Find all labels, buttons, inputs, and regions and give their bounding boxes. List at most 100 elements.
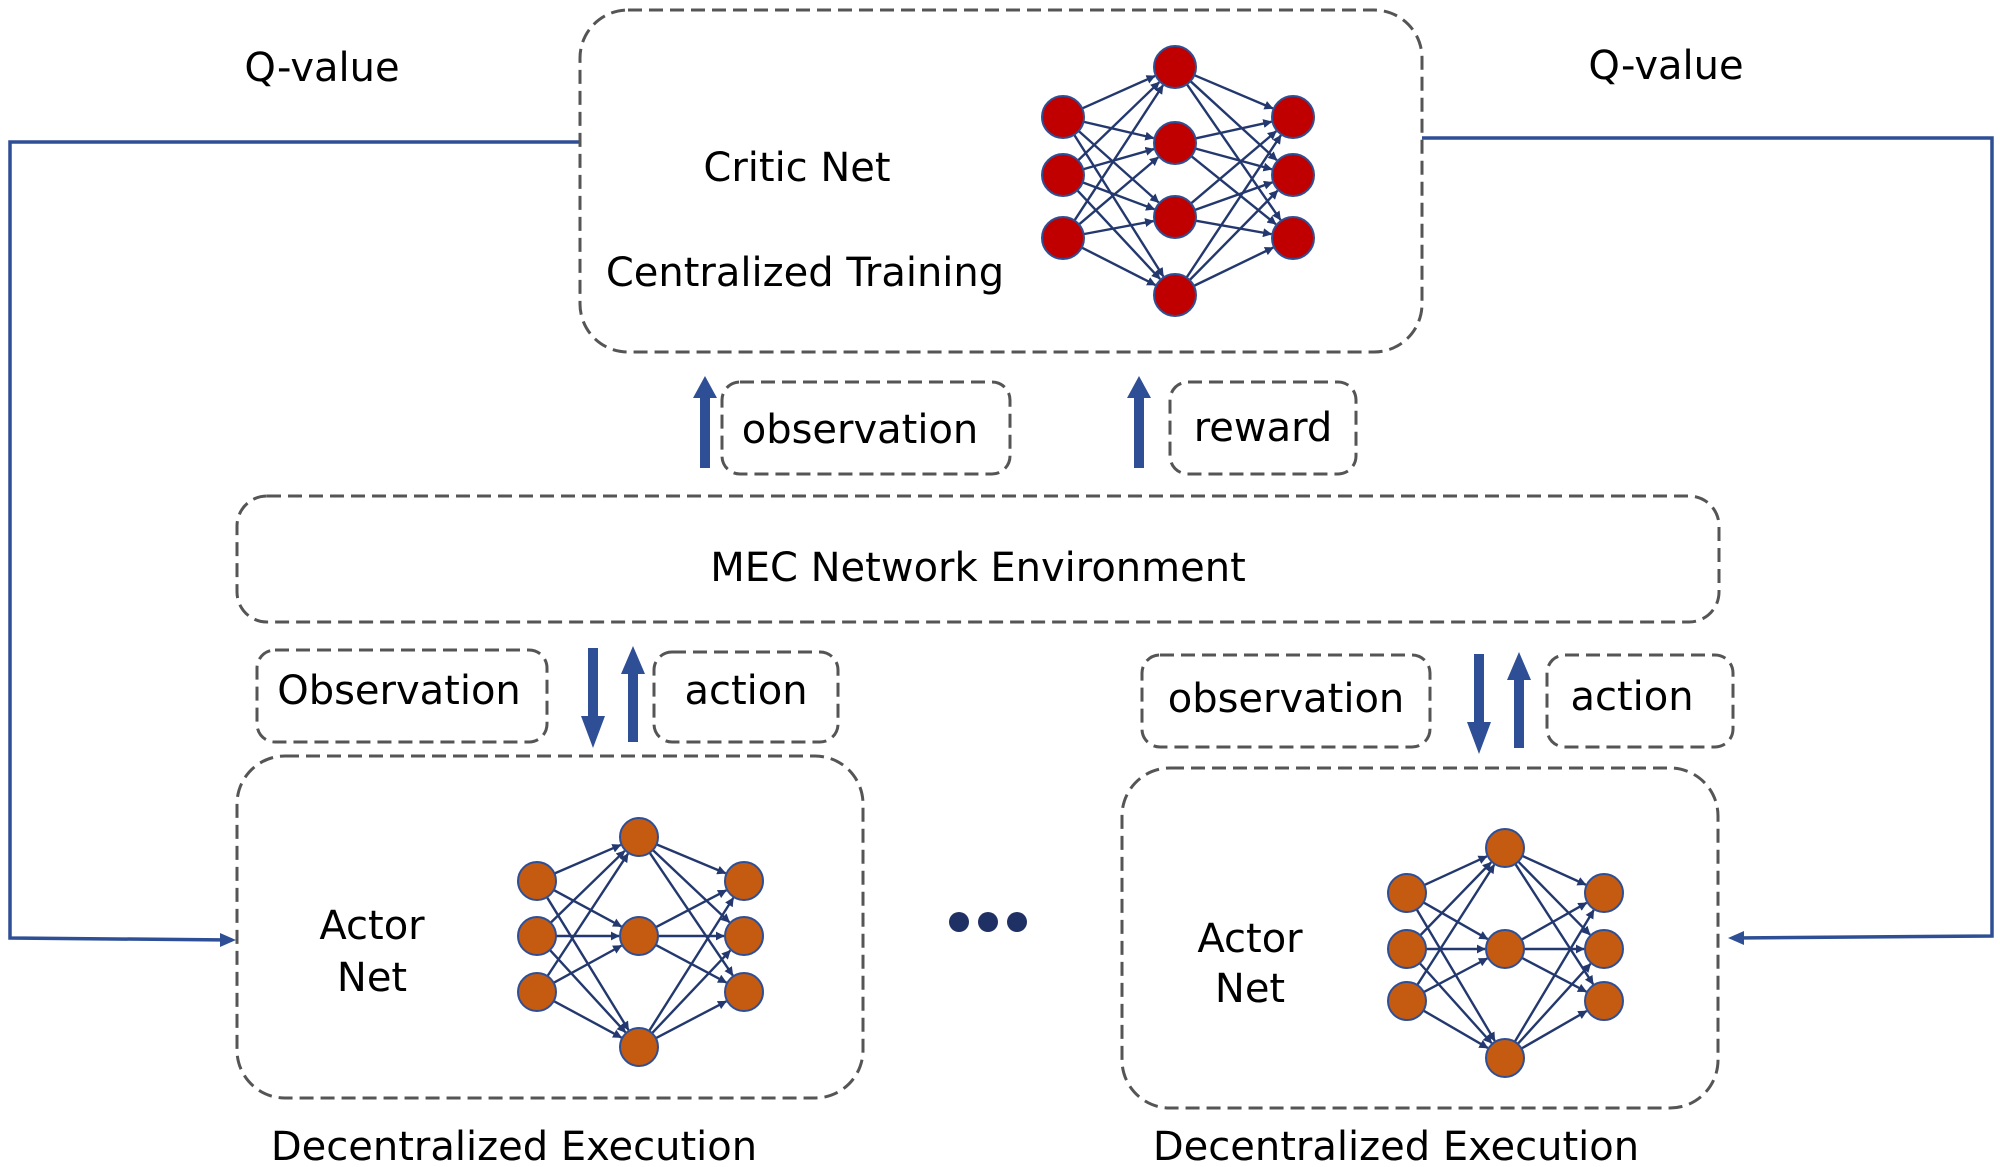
network-node — [1584, 873, 1624, 913]
network-edge — [1081, 246, 1157, 287]
actor-neural-network-icon-right — [1387, 828, 1624, 1078]
actor-neural-network-icon-left — [517, 817, 764, 1067]
network-edge — [1195, 219, 1273, 238]
decentralized-execution-label-left: Decentralized Execution — [271, 1124, 757, 1167]
network-edge — [546, 853, 630, 977]
network-node — [1387, 929, 1427, 969]
network-edge — [1193, 246, 1274, 287]
reward-label: reward — [1194, 405, 1333, 451]
network-edge — [1520, 1009, 1588, 1050]
network-node — [619, 1027, 659, 1067]
observation-label-top: observation — [742, 407, 979, 453]
network-edge — [1193, 74, 1274, 110]
network-edge — [1082, 146, 1155, 171]
network-edge — [1077, 130, 1160, 204]
network-edge — [1516, 962, 1592, 1045]
network-edge — [1081, 74, 1156, 110]
network-edge — [652, 849, 731, 924]
actor-net-box-left — [235, 754, 865, 1100]
actor-label-left-line2: Net — [337, 955, 407, 1001]
network-edge — [656, 843, 727, 875]
action-up-arrow-right — [1507, 652, 1531, 748]
network-edge — [1189, 80, 1278, 162]
centralized-training-label: Centralized Training — [606, 250, 1004, 296]
network-node — [1041, 216, 1085, 260]
network-edge — [553, 888, 623, 928]
observation-label-left: Observation — [277, 668, 521, 714]
network-node — [1153, 121, 1197, 165]
network-edge — [1194, 180, 1273, 212]
network-node — [1584, 929, 1624, 969]
network-edge — [1517, 860, 1591, 936]
network-node — [1271, 153, 1315, 197]
network-node — [619, 817, 659, 857]
actor-label-right-line2: Net — [1215, 966, 1285, 1012]
network-edge — [553, 999, 623, 1039]
critic-neural-network-icon — [1041, 45, 1315, 317]
critic-net-label: Critic Net — [703, 145, 890, 191]
network-edge — [1078, 156, 1159, 226]
network-node — [1153, 45, 1197, 89]
observation-down-arrow-left — [581, 648, 605, 748]
network-edge — [553, 944, 623, 984]
decentralized-execution-label-right: Decentralized Execution — [1153, 1124, 1639, 1167]
network-edge — [648, 897, 735, 1032]
observation-box-right — [1140, 653, 1432, 749]
network-edge — [1521, 854, 1587, 886]
network-edge — [1418, 962, 1493, 1044]
network-edge — [655, 889, 727, 929]
q-value-feedback-left — [8, 140, 580, 947]
network-edge — [1422, 1009, 1489, 1049]
network-edge — [1514, 863, 1595, 985]
network-node — [1041, 95, 1085, 139]
network-edge — [1419, 861, 1492, 937]
ellipsis-icon — [949, 912, 1027, 932]
network-node — [1041, 153, 1085, 197]
observation-box-top — [720, 380, 1012, 476]
network-edge — [1073, 134, 1165, 278]
network-node — [1485, 929, 1525, 969]
network-edge — [1423, 957, 1488, 994]
action-box-right — [1545, 653, 1735, 749]
network-node — [724, 861, 764, 901]
observation-box-left — [255, 648, 549, 744]
network-edge — [1188, 189, 1279, 281]
observation-up-arrow — [693, 376, 717, 468]
network-node — [1387, 873, 1427, 913]
network-edge — [655, 1000, 727, 1040]
network-edge — [1185, 83, 1282, 221]
observation-down-arrow-right — [1467, 654, 1491, 754]
actor-label-left-line1: Actor — [319, 903, 425, 949]
network-edge — [1190, 155, 1277, 226]
network-node — [1485, 1038, 1525, 1078]
network-edge — [1082, 181, 1156, 211]
network-node — [1153, 195, 1197, 239]
network-node — [1485, 828, 1525, 868]
network-edge — [1194, 147, 1273, 172]
actor-label-right-line1: Actor — [1197, 916, 1303, 962]
q-value-label-left: Q-value — [244, 45, 399, 91]
observation-label-right: observation — [1168, 676, 1405, 722]
network-edge — [1520, 901, 1588, 941]
reward-box — [1168, 380, 1358, 476]
network-edge — [548, 949, 627, 1034]
network-edge — [648, 852, 734, 977]
reward-up-arrow — [1127, 376, 1151, 468]
network-node — [619, 916, 659, 956]
q-value-feedback-right — [1422, 136, 1994, 945]
network-edge — [651, 949, 732, 1035]
network-node — [517, 861, 557, 901]
network-edge — [1423, 855, 1488, 887]
network-edge — [1083, 120, 1155, 141]
network-edge — [1422, 901, 1489, 941]
network-edge — [1077, 81, 1160, 162]
actor-net-box-right — [1120, 766, 1720, 1110]
network-node — [1271, 216, 1315, 260]
network-edge — [1416, 864, 1496, 986]
network-node — [1387, 981, 1427, 1021]
network-edge — [1185, 134, 1282, 279]
network-node — [517, 916, 557, 956]
q-value-label-right: Q-value — [1588, 43, 1743, 89]
